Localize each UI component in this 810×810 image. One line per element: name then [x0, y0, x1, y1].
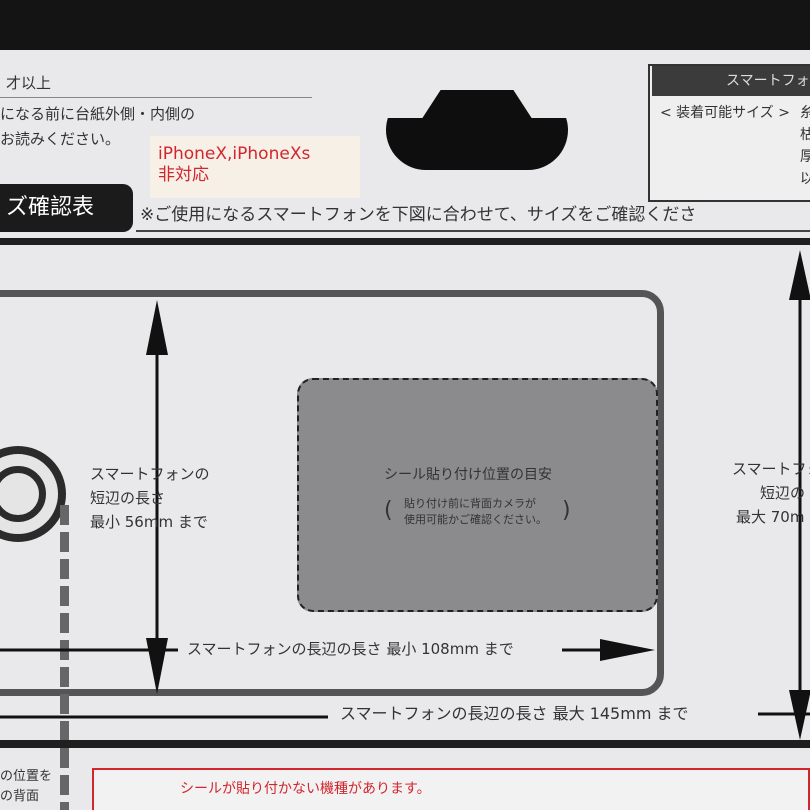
warning-box: シールが貼り付かない機種があります。	[92, 768, 810, 810]
short-max-line1: スマートフォ	[732, 460, 810, 478]
instruction-text: ※ご使用になるスマートフォンを下図に合わせて、サイズをご確認くださ	[140, 205, 697, 225]
short-min-line2: 短辺の長さ	[90, 489, 166, 507]
instruction-underline	[136, 230, 810, 232]
background-top	[0, 0, 810, 50]
section-badge: ズ確認表	[0, 184, 133, 232]
text-line-1: 才以上	[6, 74, 52, 92]
notice-unsupported: 非対応	[158, 165, 209, 185]
incompatibility-notice: iPhoneX,iPhoneXs 非対応	[150, 136, 360, 198]
text-line-2: になる前に台紙外側・内側の	[0, 105, 196, 123]
chart-bottom-border	[0, 740, 810, 748]
size-spec-header: スマートフォン	[652, 66, 810, 119]
short-max-line3: 最大 70m	[736, 508, 805, 526]
size-spec-c1: 糸	[800, 105, 810, 121]
short-min-line3: 最小 56mm まで	[90, 513, 208, 531]
sticker-area	[297, 378, 658, 612]
size-spec-c4: 以	[800, 171, 810, 187]
text-line-3: お読みください。	[0, 130, 121, 148]
short-min-line1: スマートフォンの	[90, 465, 210, 483]
size-spec-c3: 厚	[800, 149, 810, 165]
short-max-line2: 短辺の	[760, 484, 806, 502]
short-min-arrow-down	[146, 638, 168, 694]
paren-close: )	[562, 498, 571, 523]
bottom-left-line2: の背面	[0, 789, 40, 804]
paren-open: (	[384, 498, 393, 523]
phone-outline	[0, 290, 664, 696]
long-max-label: スマートフォンの長辺の長さ 最大 145mm まで	[340, 704, 689, 723]
short-max-arrow-up	[789, 250, 810, 300]
size-spec-c2: 枯	[800, 127, 810, 143]
size-spec-title: < 装着可能サイズ >	[660, 105, 790, 121]
chart-top-border	[0, 238, 810, 245]
sticker-title: シール貼り付け位置の目安	[384, 467, 552, 483]
divider	[0, 97, 312, 98]
warning-text: シールが貼り付かない機種があります。	[180, 781, 431, 797]
long-min-label: スマートフォンの長辺の長さ 最小 108mm まで	[187, 640, 514, 658]
notice-models: iPhoneX,iPhoneXs	[158, 144, 311, 164]
short-min-arrow-up	[146, 300, 168, 355]
sticker-note-2: 使用可能かご確認ください。	[404, 513, 547, 526]
camera-lens-inner-icon	[0, 466, 46, 522]
sticker-note-1: 貼り付け前に背面カメラが	[404, 497, 536, 510]
dashed-guide	[60, 505, 69, 810]
long-min-arrow-head	[600, 639, 655, 661]
bottom-left-line1: の位置を	[0, 769, 53, 784]
